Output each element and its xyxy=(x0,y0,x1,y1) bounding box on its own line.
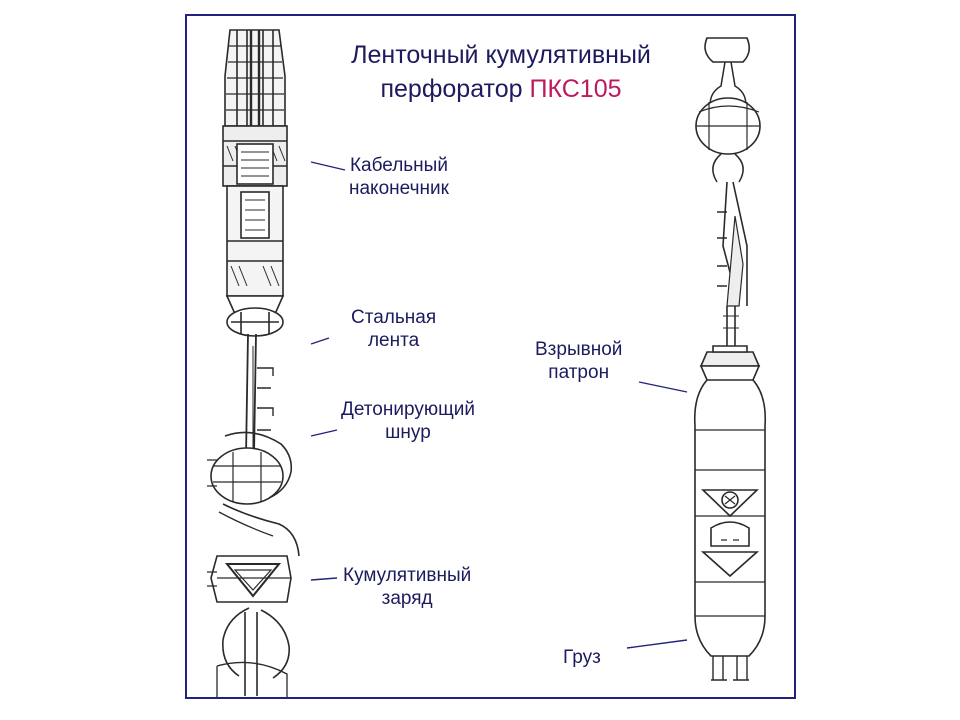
label-blasting-cap: Взрывной патрон xyxy=(535,338,622,384)
perforator-drawing xyxy=(207,29,767,697)
leader-weight xyxy=(626,639,688,649)
label-detonating-cord: Детонирующий шнур xyxy=(341,398,475,444)
label-cable-head: Кабельный наконечник xyxy=(349,154,449,200)
leader-cable-head xyxy=(310,161,346,171)
label-cable-head-line-2: наконечник xyxy=(349,178,449,199)
label-detonating-cord-line-2: шнур xyxy=(385,422,431,443)
title-line-1: Ленточный кумулятивный xyxy=(351,41,651,69)
leader-shaped-charge xyxy=(310,577,338,581)
steel-strip-drawing xyxy=(245,333,274,466)
label-steel-strip: Стальная лента xyxy=(351,306,436,352)
label-detonating-cord-line-1: Детонирующий xyxy=(341,399,475,420)
leader-lines xyxy=(310,161,688,649)
label-shaped-charge-line-1: Кумулятивный xyxy=(343,565,472,586)
leader-blasting-cap xyxy=(638,381,688,393)
label-weight-line-1: Груз xyxy=(563,647,601,668)
charge-2-drawing xyxy=(207,555,292,697)
label-steel-strip-line-2: лента xyxy=(367,330,420,351)
charge-1-drawing xyxy=(207,431,300,557)
label-cable-head-line-1: Кабельный xyxy=(349,155,448,176)
right-assembly xyxy=(693,37,767,681)
title-prefix: перфоратор xyxy=(380,75,530,103)
leader-detonating-cord xyxy=(310,429,338,437)
label-weight: Груз xyxy=(563,646,601,669)
model-name: ПКС105 xyxy=(529,75,622,103)
label-blasting-cap-line-1: Взрывной xyxy=(535,339,623,360)
label-blasting-cap-line-2: патрон xyxy=(548,362,610,383)
label-shaped-charge-line-2: заряд xyxy=(381,588,433,609)
title-line-2: перфоратор ПКС105 xyxy=(311,72,691,106)
figure-frame: Ленточный кумулятивный перфоратор ПКС105… xyxy=(185,14,796,699)
label-steel-strip-line-1: Стальная xyxy=(351,307,437,328)
label-shaped-charge: Кумулятивный заряд xyxy=(343,564,471,610)
diagram-title: Ленточный кумулятивный перфоратор ПКС105 xyxy=(311,38,691,106)
cable-head-drawing xyxy=(222,29,288,337)
leader-steel-strip xyxy=(310,337,330,345)
left-assembly xyxy=(207,29,300,697)
